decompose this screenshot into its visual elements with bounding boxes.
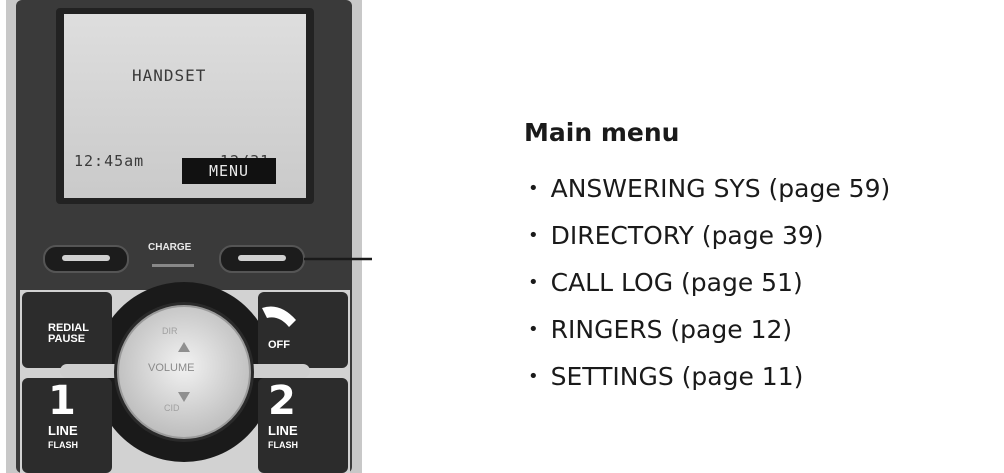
softkey-label: MENU [182, 158, 276, 184]
volume-label: VOLUME [148, 362, 195, 374]
line2-number: 2 [268, 378, 296, 424]
charge-label: CHARGE [148, 242, 192, 253]
list-item: • RINGERS (page 12) [524, 306, 994, 353]
line1-label: LINE [48, 423, 78, 438]
line1-flash: FLASH [48, 440, 78, 450]
list-item-text: RINGERS (page 12) [550, 315, 793, 344]
redial-text: REDIAL [48, 322, 89, 334]
bullet-icon: • [528, 225, 539, 246]
line1-key[interactable] [22, 378, 112, 473]
menu-list: • ANSWERING SYS (page 59) • DIRECTORY (pag… [524, 165, 994, 400]
bullet-icon: • [528, 272, 539, 293]
bullet-icon: • [528, 319, 539, 340]
line2-flash: FLASH [268, 440, 298, 450]
screen-time: 12:45am [74, 152, 145, 170]
line1-number: 1 [48, 378, 76, 424]
list-item: • ANSWERING SYS (page 59) [524, 165, 994, 212]
line2-label: LINE [268, 423, 298, 438]
dir-label: DIR [162, 326, 178, 336]
line2-key[interactable] [258, 378, 348, 473]
cid-label: CID [164, 403, 180, 413]
list-item-text: DIRECTORY (page 39) [550, 221, 824, 250]
main-menu-callout: Main menu • ANSWERING SYS (page 59) • DIRE… [524, 118, 994, 400]
off-label: OFF [268, 339, 290, 351]
list-item-text: ANSWERING SYS (page 59) [550, 174, 891, 203]
handset-illustration: HANDSET 12:45am 12/31 MENU CHARGE REDIAL… [0, 0, 372, 473]
phone-hangup-icon [262, 306, 296, 327]
navigation-button[interactable] [117, 305, 251, 439]
redial-label: REDIAL PAUSE [48, 323, 89, 345]
list-item: • SETTINGS (page 11) [524, 353, 994, 400]
list-item-text: CALL LOG (page 51) [550, 268, 803, 297]
up-arrow-icon [178, 342, 190, 352]
down-arrow-icon [178, 392, 190, 402]
list-item-text: SETTINGS (page 11) [550, 362, 804, 391]
bullet-icon: • [528, 366, 539, 387]
list-item: • DIRECTORY (page 39) [524, 212, 994, 259]
list-item: • CALL LOG (page 51) [524, 259, 994, 306]
redial-key[interactable] [22, 292, 112, 368]
off-key[interactable] [258, 292, 348, 368]
callout-title: Main menu [524, 118, 680, 147]
screen-title: HANDSET [132, 66, 207, 85]
pause-text: PAUSE [48, 333, 86, 345]
bullet-icon: • [528, 178, 539, 199]
